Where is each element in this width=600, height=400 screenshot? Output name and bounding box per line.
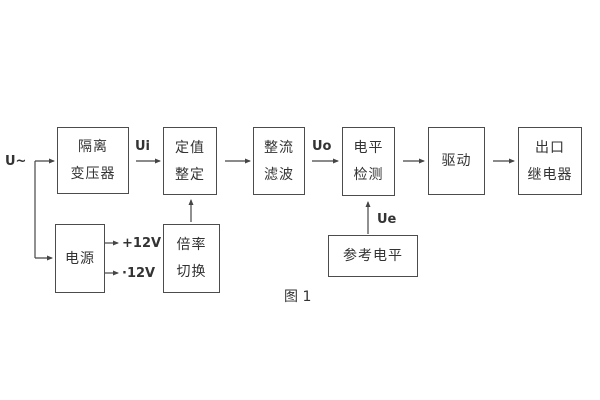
block-label: 倍率 bbox=[176, 237, 207, 253]
block-output-relay: 出口 继电器 bbox=[518, 127, 582, 195]
signal-label-uo: Uo bbox=[312, 139, 332, 154]
block-level-detection: 电平 检测 bbox=[342, 127, 395, 196]
block-isolation-transformer: 隔离 变压器 bbox=[57, 127, 129, 194]
block-label: 滤波 bbox=[264, 166, 294, 183]
block-label: 检测 bbox=[353, 167, 384, 183]
block-rectifier-filter: 整流 滤波 bbox=[253, 127, 305, 195]
block-label: 变压器 bbox=[70, 166, 116, 182]
block-reference-level: 参考电平 bbox=[328, 235, 418, 277]
block-label: 参考电平 bbox=[343, 248, 403, 264]
block-label: 切换 bbox=[176, 264, 207, 280]
block-label: 出口 bbox=[535, 139, 565, 156]
block-label: 电平 bbox=[353, 140, 384, 156]
block-label: 电源 bbox=[65, 250, 95, 267]
signal-label-ui: Ui bbox=[135, 139, 151, 154]
block-setting: 定值 整定 bbox=[163, 127, 217, 195]
block-multiplier-switch: 倍率 切换 bbox=[163, 224, 220, 293]
block-label: 定值 bbox=[175, 139, 205, 156]
block-power-supply: 电源 bbox=[55, 224, 105, 293]
block-label: 继电器 bbox=[527, 166, 573, 183]
signal-label-input-u: U~ bbox=[5, 154, 27, 169]
block-drive: 驱动 bbox=[428, 127, 485, 195]
figure-caption: 图 1 bbox=[284, 289, 312, 305]
block-label: 整流 bbox=[264, 139, 294, 156]
signal-label-plus12v: +12V bbox=[122, 236, 162, 251]
signal-label-minus12v: ·12V bbox=[122, 266, 156, 281]
block-label: 驱动 bbox=[441, 153, 472, 169]
block-label: 隔离 bbox=[78, 139, 108, 155]
signal-label-ue: Ue bbox=[377, 212, 397, 227]
block-label: 整定 bbox=[175, 166, 205, 183]
